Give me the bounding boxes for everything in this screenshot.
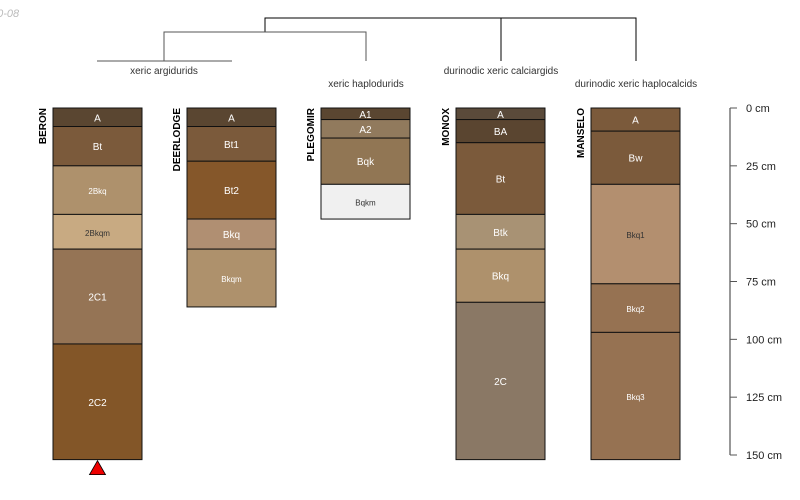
horizon-label: Bt bbox=[93, 142, 103, 153]
date-stamp: 10-08 bbox=[0, 8, 20, 20]
dendro-branch bbox=[163, 31, 367, 61]
dendrogram bbox=[97, 17, 637, 62]
profile-name: DEERLODGE bbox=[172, 108, 183, 172]
horizon-label: Bw bbox=[629, 154, 644, 165]
depth-axis: 0 cm 25 cm 50 cm 75 cm 100 cm 125 cm 150 cm bbox=[729, 103, 782, 462]
horizon-label: Bkq bbox=[223, 230, 240, 241]
horizon-label: Bt1 bbox=[224, 140, 239, 151]
horizon bbox=[455, 248, 546, 303]
profile-beron: A Bt 2Bkq 2Bkqm 2C1 2C2 BERON bbox=[38, 107, 143, 476]
horizon bbox=[590, 331, 681, 461]
horizon bbox=[590, 283, 681, 333]
horizon-label: A bbox=[497, 110, 504, 121]
horizon-label: Bt bbox=[496, 175, 506, 186]
horizon-label: Bkq2 bbox=[626, 305, 645, 314]
axis-tick-label: 75 cm bbox=[746, 277, 776, 289]
horizon bbox=[320, 137, 411, 185]
horizon bbox=[590, 183, 681, 285]
horizon bbox=[186, 248, 277, 308]
horizon-label: Bkq3 bbox=[626, 393, 645, 402]
horizon-label: Bt2 bbox=[224, 186, 239, 197]
horizon-label: Bqkm bbox=[355, 199, 376, 208]
horizon-label: Bkq bbox=[492, 272, 509, 283]
horizon bbox=[455, 213, 546, 250]
horizon-label: Bkq1 bbox=[626, 231, 645, 240]
horizon-label: BA bbox=[494, 127, 508, 138]
horizon-label: Bkqm bbox=[221, 275, 242, 284]
horizon-label: A1 bbox=[359, 110, 372, 121]
horizon bbox=[52, 126, 143, 167]
profile-name: MANSELO bbox=[576, 108, 587, 158]
horizon bbox=[52, 343, 143, 461]
horizon bbox=[186, 218, 277, 250]
horizon bbox=[52, 213, 143, 250]
group-label: xeric argidurids bbox=[130, 66, 198, 77]
horizon-label: 2C2 bbox=[88, 398, 107, 409]
group-label: durinodic xeric calciargids bbox=[444, 66, 559, 77]
horizon-label: Btk bbox=[493, 228, 508, 239]
axis-tick-label: 0 cm bbox=[746, 103, 770, 115]
horizon-label: 2C bbox=[494, 377, 507, 388]
truncation-marker-icon bbox=[88, 459, 107, 476]
dendro-root bbox=[264, 17, 637, 61]
horizon-label: Bqk bbox=[357, 157, 375, 168]
axis-tick-label: 25 cm bbox=[746, 161, 776, 173]
group-label: durinodic xeric haplocalcids bbox=[575, 79, 697, 90]
horizon bbox=[186, 126, 277, 162]
axis-tick-label: 125 cm bbox=[746, 392, 782, 404]
horizon-label: A2 bbox=[359, 125, 372, 136]
horizon bbox=[455, 142, 546, 215]
profile-name: MONOX bbox=[441, 108, 452, 146]
group-label: xeric haplodurids bbox=[328, 79, 404, 90]
horizon-label: A bbox=[228, 113, 235, 124]
axis-tick-label: 50 cm bbox=[746, 219, 776, 231]
profile-name: BERON bbox=[38, 108, 49, 144]
axis-tick-label: 150 cm bbox=[746, 450, 782, 462]
horizon bbox=[455, 301, 546, 461]
horizon bbox=[320, 183, 411, 220]
horizon-label: 2C1 bbox=[88, 293, 107, 304]
horizon bbox=[52, 165, 143, 215]
profile-name: PLEGOMIR bbox=[306, 107, 317, 161]
horizon bbox=[590, 130, 681, 185]
horizon-label: A bbox=[94, 113, 101, 124]
horizon-label: 2Bkqm bbox=[85, 229, 110, 238]
horizon-label: 2Bkq bbox=[88, 187, 106, 196]
axis-tick-label: 100 cm bbox=[746, 334, 782, 346]
horizon-label: A bbox=[632, 116, 639, 127]
